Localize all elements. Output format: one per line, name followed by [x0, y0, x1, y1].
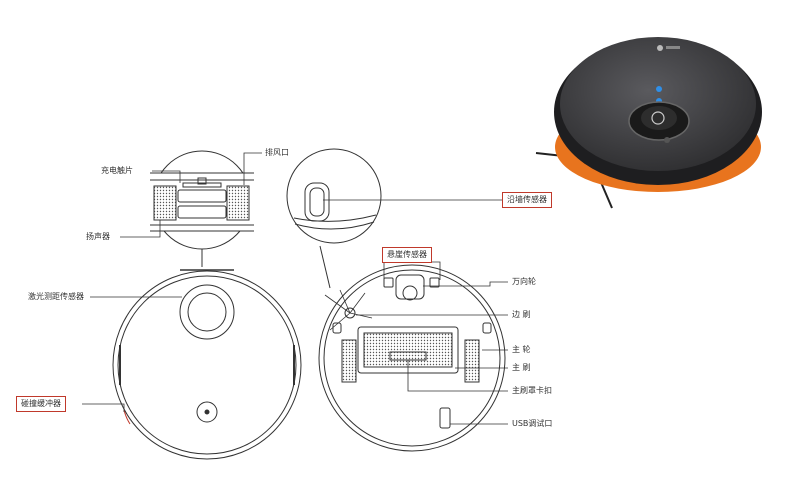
leader-lines [82, 152, 508, 425]
label-exhaust-vent: 排风口 [265, 148, 289, 157]
label-charging-contacts: 充电触片 [101, 166, 133, 175]
power-button-icon [651, 111, 665, 125]
leader-charging-contacts [152, 170, 181, 183]
label-side-brush: 边 刷 [512, 310, 531, 319]
label-wall-sensor: 沿墙传感器 [502, 192, 552, 208]
label-brush-cover-clip: 主刷罩卡扣 [512, 386, 552, 395]
label-usb-port: USB调试口 [512, 419, 553, 428]
brand-logo [657, 45, 663, 51]
leader-exhaust-vent [243, 152, 262, 185]
bottom-view-robot [318, 264, 506, 452]
label-main-brush: 主 刷 [512, 363, 531, 372]
product-photo [535, 37, 762, 209]
leader-brush-cover-clip [407, 360, 508, 392]
leader-speaker [120, 220, 161, 238]
rear-detail [150, 150, 254, 267]
brand-text [666, 46, 680, 49]
leader-bumper [82, 403, 125, 412]
label-caster-wheel: 万向轮 [512, 277, 536, 286]
leader-caster-wheel [423, 281, 508, 287]
turret-top [641, 106, 677, 130]
label-main-wheel: 主 轮 [512, 345, 531, 354]
indicator-light [656, 86, 662, 92]
label-laser-sensor: 激光测距传感器 [28, 292, 84, 301]
wall-sensor-detail [286, 148, 382, 289]
label-cliff-sensor: 悬崖传感器 [382, 247, 432, 263]
label-speaker: 扬声器 [86, 232, 110, 241]
top-view-robot [112, 269, 302, 460]
front-camera [664, 137, 670, 143]
label-bumper: 碰撞缓冲器 [16, 396, 66, 412]
